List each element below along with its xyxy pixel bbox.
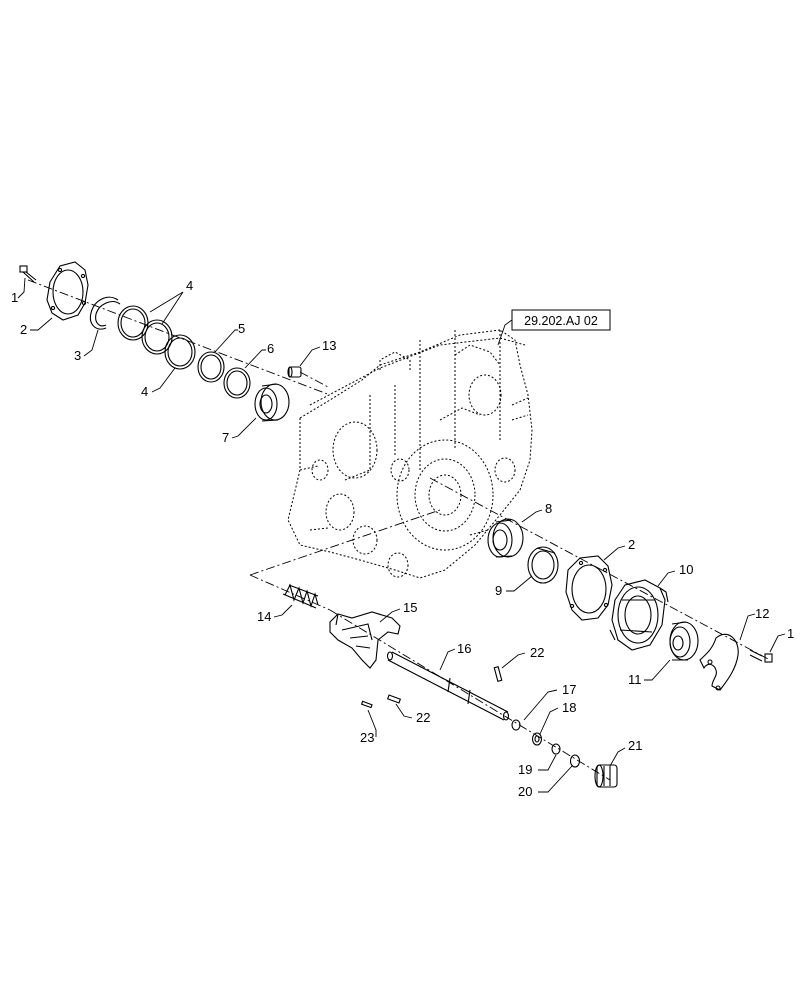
axis-lines (27, 279, 771, 781)
callout-9: 9 (495, 583, 502, 598)
callout-4-bottom: 4 (141, 384, 148, 399)
transmission-housing (287, 329, 533, 579)
callout-5: 5 (238, 321, 245, 336)
shim-ring-4c (164, 334, 196, 370)
callout-10: 10 (679, 562, 693, 577)
bearing-7 (254, 383, 290, 422)
callout-13: 13 (322, 338, 336, 353)
callout-labels: 1 2 3 4 4 5 6 7 13 8 9 2 10 11 12 1 14 1… (11, 278, 794, 799)
callout-2-left: 2 (20, 322, 27, 337)
collar-11 (669, 621, 699, 661)
callout-1-right: 1 (787, 626, 794, 641)
callout-3: 3 (74, 348, 81, 363)
o-ring-17 (511, 719, 521, 731)
callout-6: 6 (267, 341, 274, 356)
bolt-1-left (19, 265, 37, 283)
callout-7: 7 (222, 430, 229, 445)
lock-plate-12 (699, 633, 739, 691)
callout-22-top: 22 (530, 645, 544, 660)
knob-21 (594, 764, 618, 788)
callout-11: 11 (628, 672, 642, 687)
shim-ring-6 (223, 367, 251, 399)
roll-pin-22a (493, 666, 503, 682)
washer-18 (531, 732, 543, 746)
spring-14 (282, 583, 319, 609)
callout-21: 21 (628, 738, 642, 753)
roll-pin-22b (386, 694, 402, 704)
reference-label[interactable]: 29.202.AJ 02 (511, 309, 611, 331)
callout-8: 8 (545, 501, 552, 516)
callout-16: 16 (457, 641, 471, 656)
snap-ring-3 (89, 296, 121, 330)
callout-2-right: 2 (628, 537, 635, 552)
callout-1-left: 1 (11, 290, 18, 305)
callout-20: 20 (518, 784, 532, 799)
ring-19 (551, 743, 561, 755)
ring-20 (569, 754, 581, 768)
roll-pin-23 (360, 700, 373, 709)
dowel-pin-13 (287, 366, 302, 378)
shim-ring-5 (197, 351, 225, 383)
reference-label-text: 29.202.AJ 02 (524, 314, 598, 328)
callout-23: 23 (360, 730, 374, 745)
shim-ring-4b (141, 319, 173, 355)
bearing-8 (487, 518, 524, 558)
shift-rod-16 (386, 651, 510, 721)
cover-plate-2-right (565, 555, 613, 621)
callout-19: 19 (518, 762, 532, 777)
callout-14: 14 (257, 609, 271, 624)
housing-10 (609, 579, 669, 651)
callout-17: 17 (562, 682, 576, 697)
cover-plate-2-left (46, 261, 89, 321)
leader-lines (17, 277, 786, 793)
callout-22-bottom: 22 (416, 710, 430, 725)
shift-fork-15 (329, 611, 401, 669)
seal-ring-9 (527, 546, 559, 584)
callout-15: 15 (403, 600, 417, 615)
bolt-1-right (749, 649, 773, 663)
callout-4-top: 4 (186, 278, 193, 293)
shim-ring-4a (117, 305, 149, 341)
callout-12: 12 (755, 606, 769, 621)
callout-18: 18 (562, 700, 576, 715)
